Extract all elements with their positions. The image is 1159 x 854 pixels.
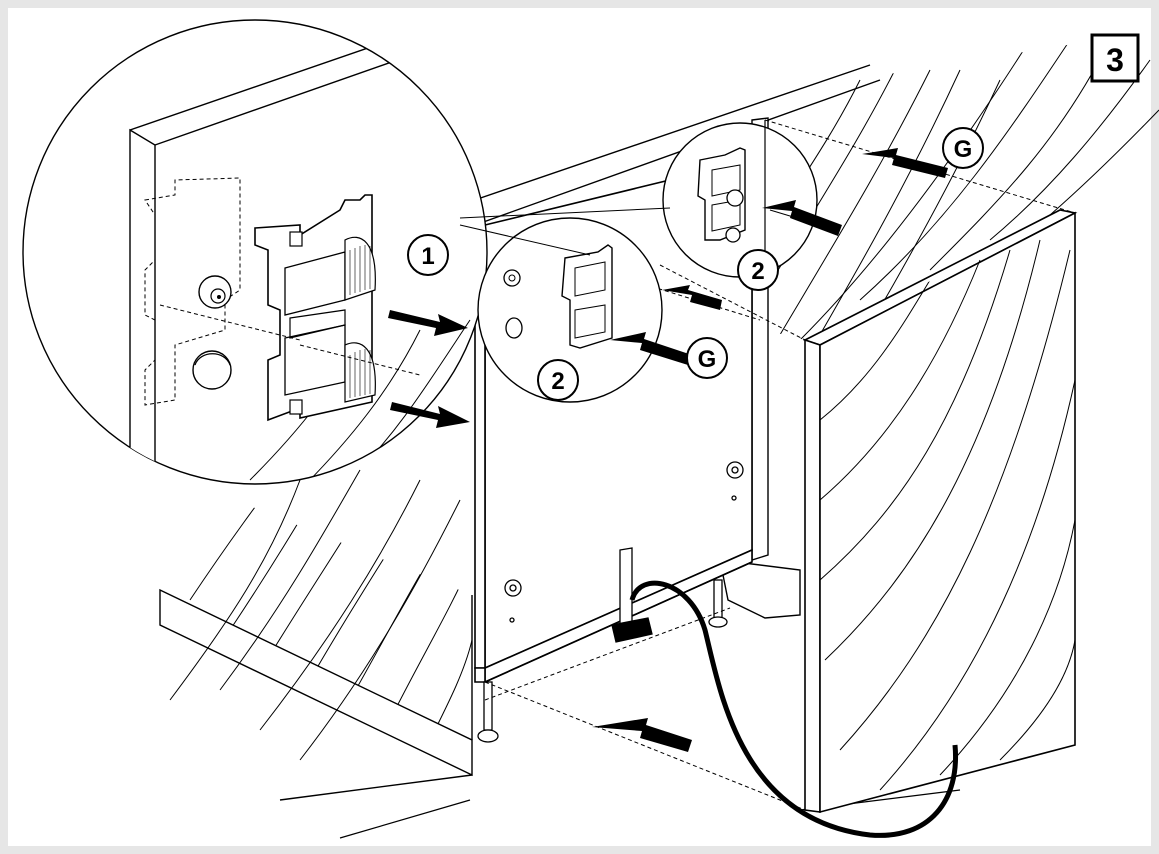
svg-text:2: 2: [751, 258, 764, 285]
svg-text:G: G: [698, 346, 717, 373]
dishwasher-feet: [477, 579, 728, 743]
callout-2-mid: 2: [537, 359, 579, 401]
left-wall-hatching-2: [169, 469, 461, 761]
detail-circle-mid: [477, 217, 663, 403]
callout-1: 1: [407, 234, 449, 276]
step-number-box: 3: [1090, 33, 1140, 83]
callout-g-mid: G: [686, 337, 728, 379]
callout-g-top: G: [942, 127, 984, 169]
detail-circle-large: [22, 19, 488, 485]
callout-2-top: 2: [737, 249, 779, 291]
direction-arrows: [388, 148, 948, 752]
furniture-door: [802, 209, 1078, 814]
left-cabinet: [159, 588, 473, 801]
svg-text:G: G: [954, 136, 973, 163]
detail-circle-top: [662, 120, 818, 280]
svg-text:1: 1: [421, 243, 434, 270]
svg-text:3: 3: [1106, 42, 1124, 78]
hinge-adjuster: [611, 547, 653, 643]
door-hatching: [819, 239, 1075, 791]
svg-text:2: 2: [551, 368, 564, 395]
power-cord: [629, 580, 959, 838]
